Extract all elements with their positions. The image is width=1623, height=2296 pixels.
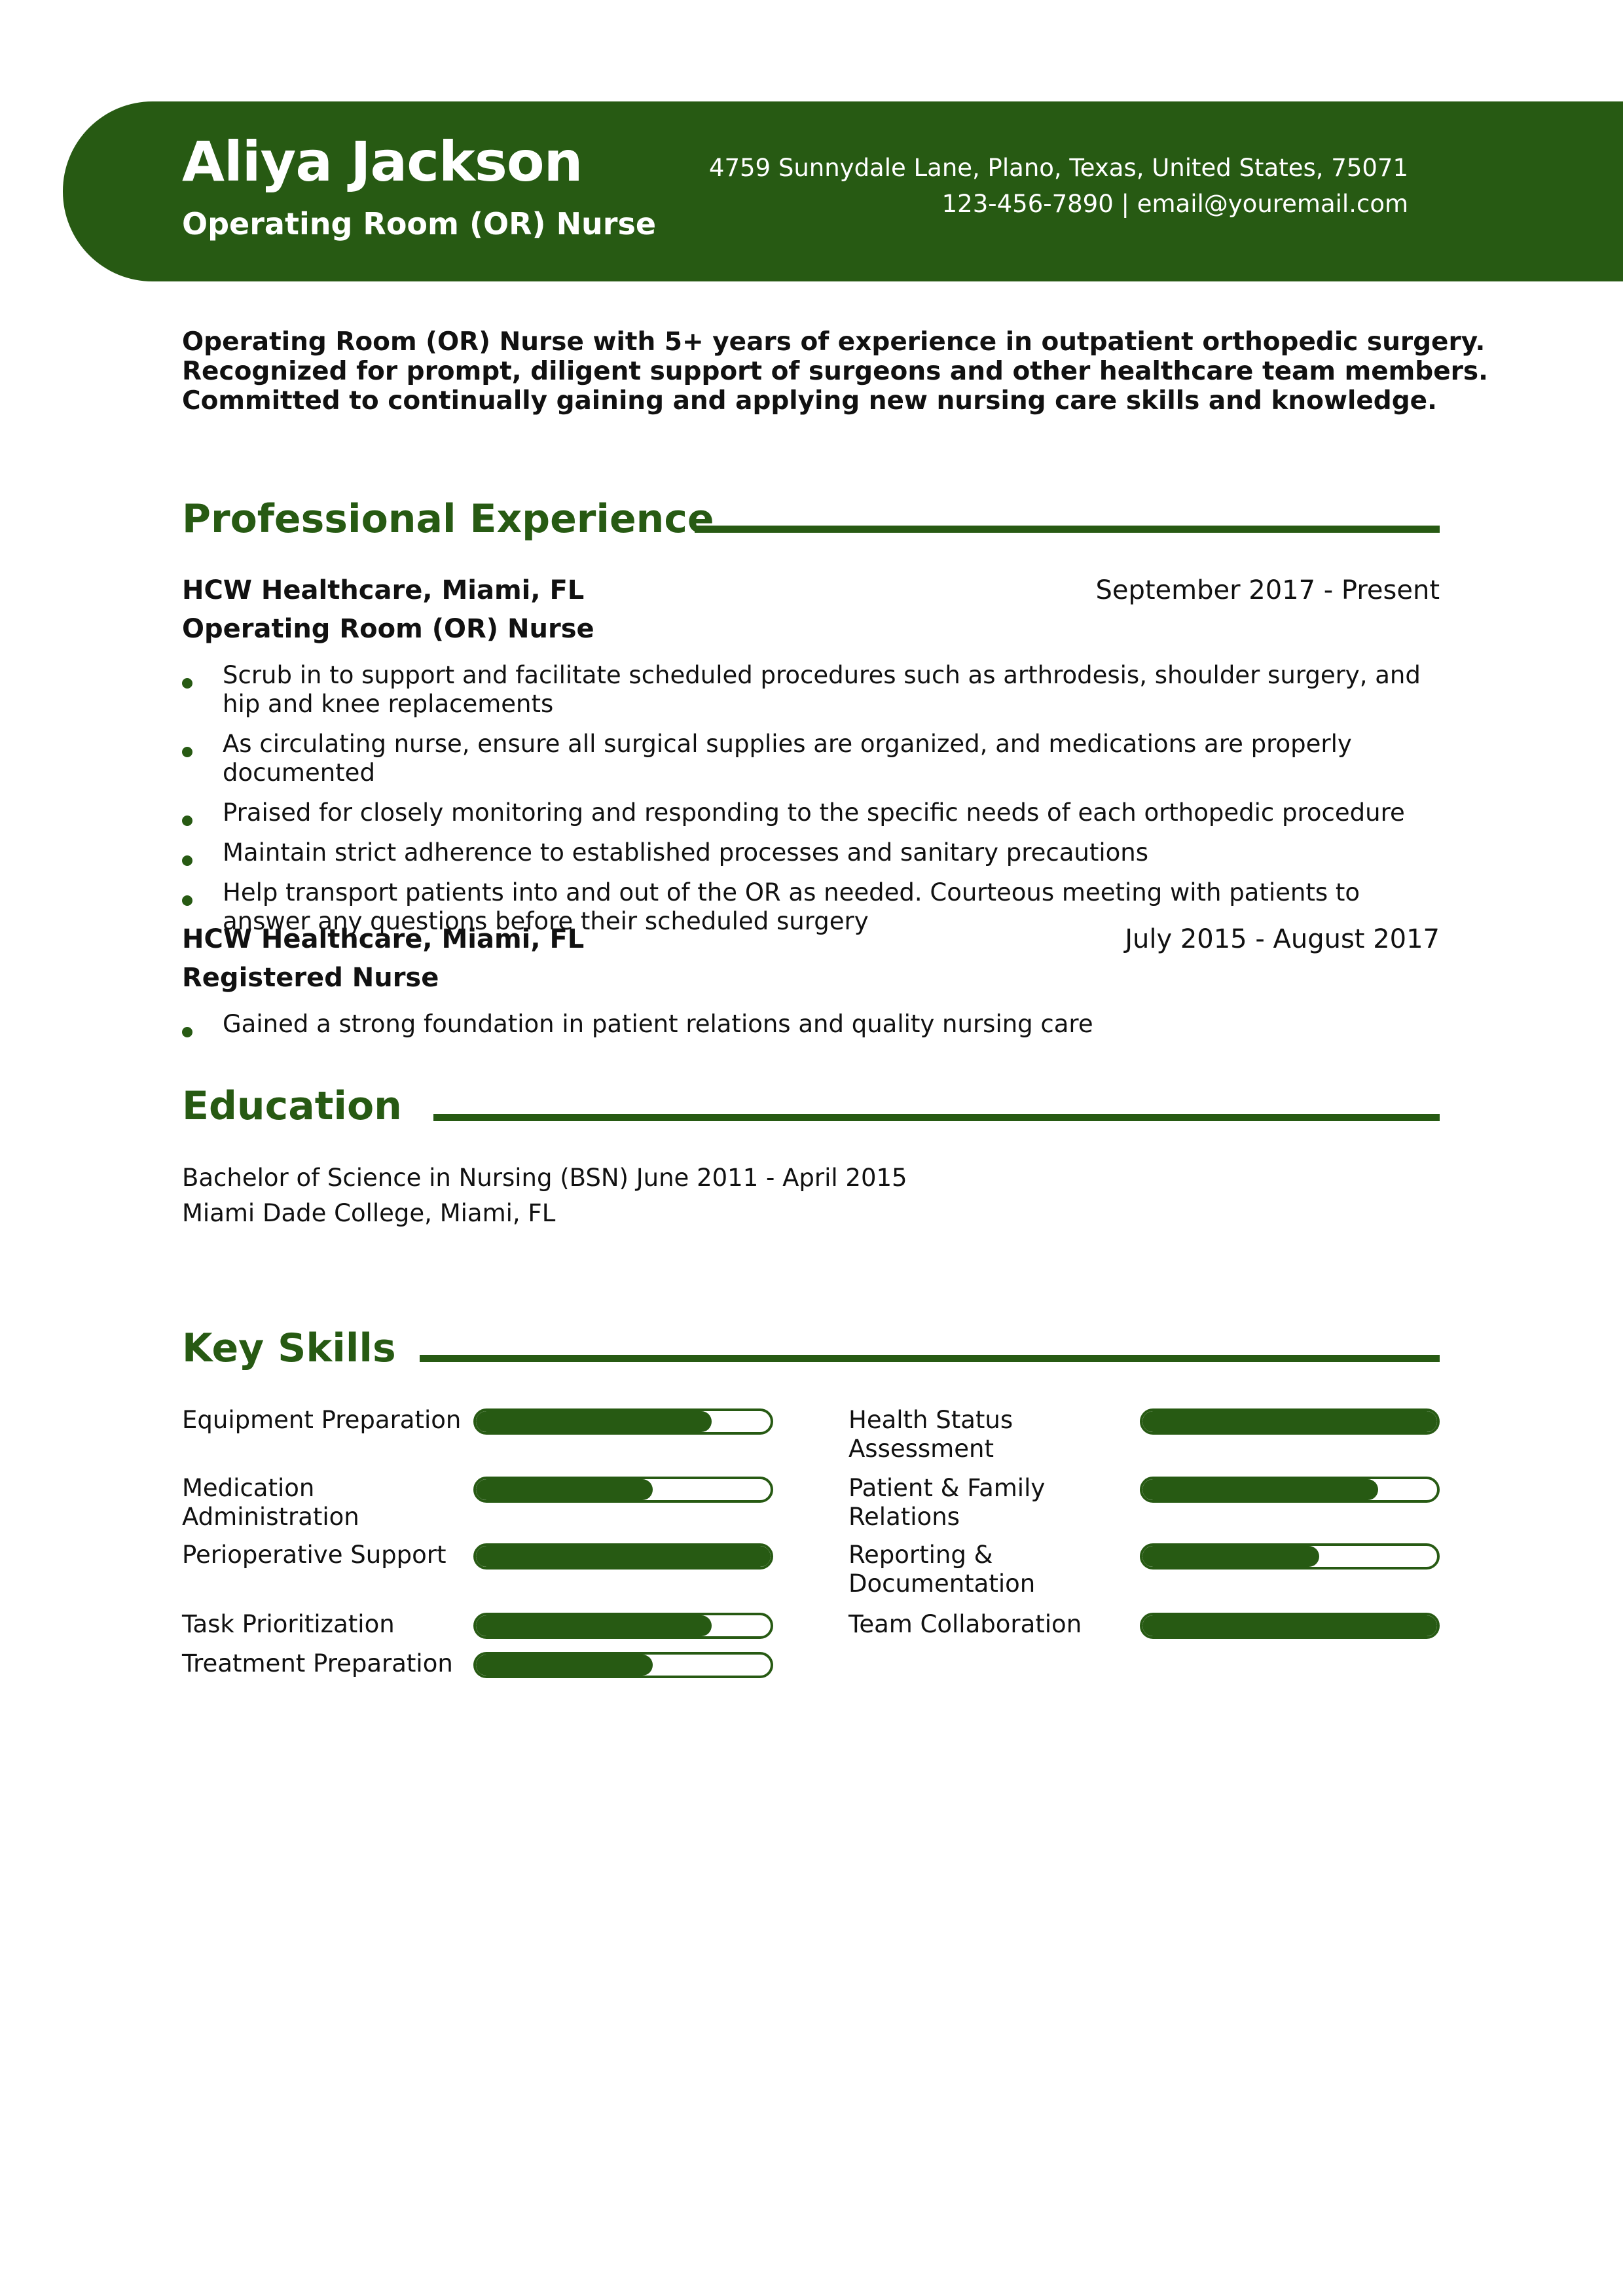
- skill-level-bar: [1140, 1408, 1440, 1435]
- section-rule: [433, 1114, 1440, 1121]
- job-bullet: Gained a strong foundation in patient re…: [182, 1010, 1440, 1039]
- section-rule: [695, 526, 1440, 533]
- job-bullet: Maintain strict adherence to established…: [182, 838, 1440, 867]
- skill-label: Treatment Preparation: [182, 1649, 453, 1677]
- section-title-education: Education: [182, 1083, 402, 1129]
- skill-level-fill: [1142, 1479, 1378, 1500]
- summary-line: Committed to continually gaining and app…: [182, 386, 1437, 416]
- skill-level-bar: [473, 1408, 773, 1435]
- bullet-dot-icon: [182, 816, 192, 826]
- bullet-dot-icon: [182, 1027, 192, 1037]
- job-bullets: Gained a strong foundation in patient re…: [182, 1010, 1440, 1050]
- skill-level-fill: [476, 1615, 712, 1636]
- skill-level-fill: [476, 1655, 653, 1676]
- skill-level-fill: [1142, 1546, 1319, 1567]
- job-title: Registered Nurse: [182, 963, 439, 993]
- contact-separator: |: [1121, 190, 1129, 218]
- candidate-name: Aliya Jackson: [182, 130, 583, 194]
- skill-level-bar: [1140, 1613, 1440, 1639]
- bullet-dot-icon: [182, 855, 192, 866]
- skill-label: Health Status Assessment: [848, 1406, 1013, 1463]
- skill-level-fill: [476, 1546, 771, 1567]
- skill-label: Reporting & Documentation: [848, 1541, 1036, 1598]
- skill-level-bar: [473, 1543, 773, 1570]
- candidate-role: Operating Room (OR) Nurse: [182, 206, 657, 242]
- job-bullets: Scrub in to support and facilitate sched…: [182, 661, 1440, 947]
- email: email@youremail.com: [1137, 190, 1408, 218]
- job-dates: July 2015 - August 2017: [1125, 924, 1440, 954]
- skill-level-fill: [1142, 1411, 1437, 1432]
- job-bullet: As circulating nurse, ensure all surgica…: [182, 730, 1440, 787]
- skill-label: Equipment Preparation: [182, 1406, 462, 1434]
- job-title: Operating Room (OR) Nurse: [182, 614, 594, 644]
- section-title-skills: Key Skills: [182, 1325, 396, 1371]
- bullet-dot-icon: [182, 895, 192, 906]
- header-banner: [63, 101, 1623, 281]
- job-company: HCW Healthcare, Miami, FL: [182, 924, 585, 954]
- education-school: Miami Dade College, Miami, FL: [182, 1199, 556, 1227]
- section-rule: [420, 1355, 1440, 1362]
- skill-level-bar: [473, 1613, 773, 1639]
- contact-line: 123-456-7890 | email@youremail.com: [942, 190, 1408, 218]
- job-bullet: Scrub in to support and facilitate sched…: [182, 661, 1440, 719]
- job-bullet: Help transport patients into and out of …: [182, 878, 1440, 936]
- skill-level-bar: [1140, 1543, 1440, 1570]
- section-title-experience: Professional Experience: [182, 496, 714, 542]
- job-dates: September 2017 - Present: [1095, 575, 1440, 605]
- summary-line: Recognized for prompt, diligent support …: [182, 357, 1488, 386]
- skill-label: Perioperative Support: [182, 1541, 447, 1569]
- phone: 123-456-7890: [941, 190, 1114, 218]
- skill-level-fill: [476, 1411, 712, 1432]
- skill-level-bar: [473, 1652, 773, 1678]
- job-company: HCW Healthcare, Miami, FL: [182, 575, 585, 605]
- skill-label: Patient & Family Relations: [848, 1474, 1046, 1531]
- bullet-dot-icon: [182, 747, 192, 757]
- education-degree: Bachelor of Science in Nursing (BSN) Jun…: [182, 1164, 907, 1192]
- skill-level-bar: [473, 1477, 773, 1503]
- summary: Operating Room (OR) Nurse with 5+ years …: [182, 327, 1491, 416]
- skill-level-bar: [1140, 1477, 1440, 1503]
- skill-level-fill: [476, 1479, 653, 1500]
- skill-level-fill: [1142, 1615, 1437, 1636]
- summary-line: Operating Room (OR) Nurse with 5+ years …: [182, 327, 1486, 357]
- job-bullet: Praised for closely monitoring and respo…: [182, 798, 1440, 827]
- skill-label: Task Prioritization: [182, 1610, 395, 1638]
- skill-label: Medication Administration: [182, 1474, 359, 1531]
- address: 4759 Sunnydale Lane, Plano, Texas, Unite…: [708, 154, 1408, 182]
- bullet-dot-icon: [182, 678, 192, 689]
- skill-label: Team Collaboration: [848, 1610, 1082, 1638]
